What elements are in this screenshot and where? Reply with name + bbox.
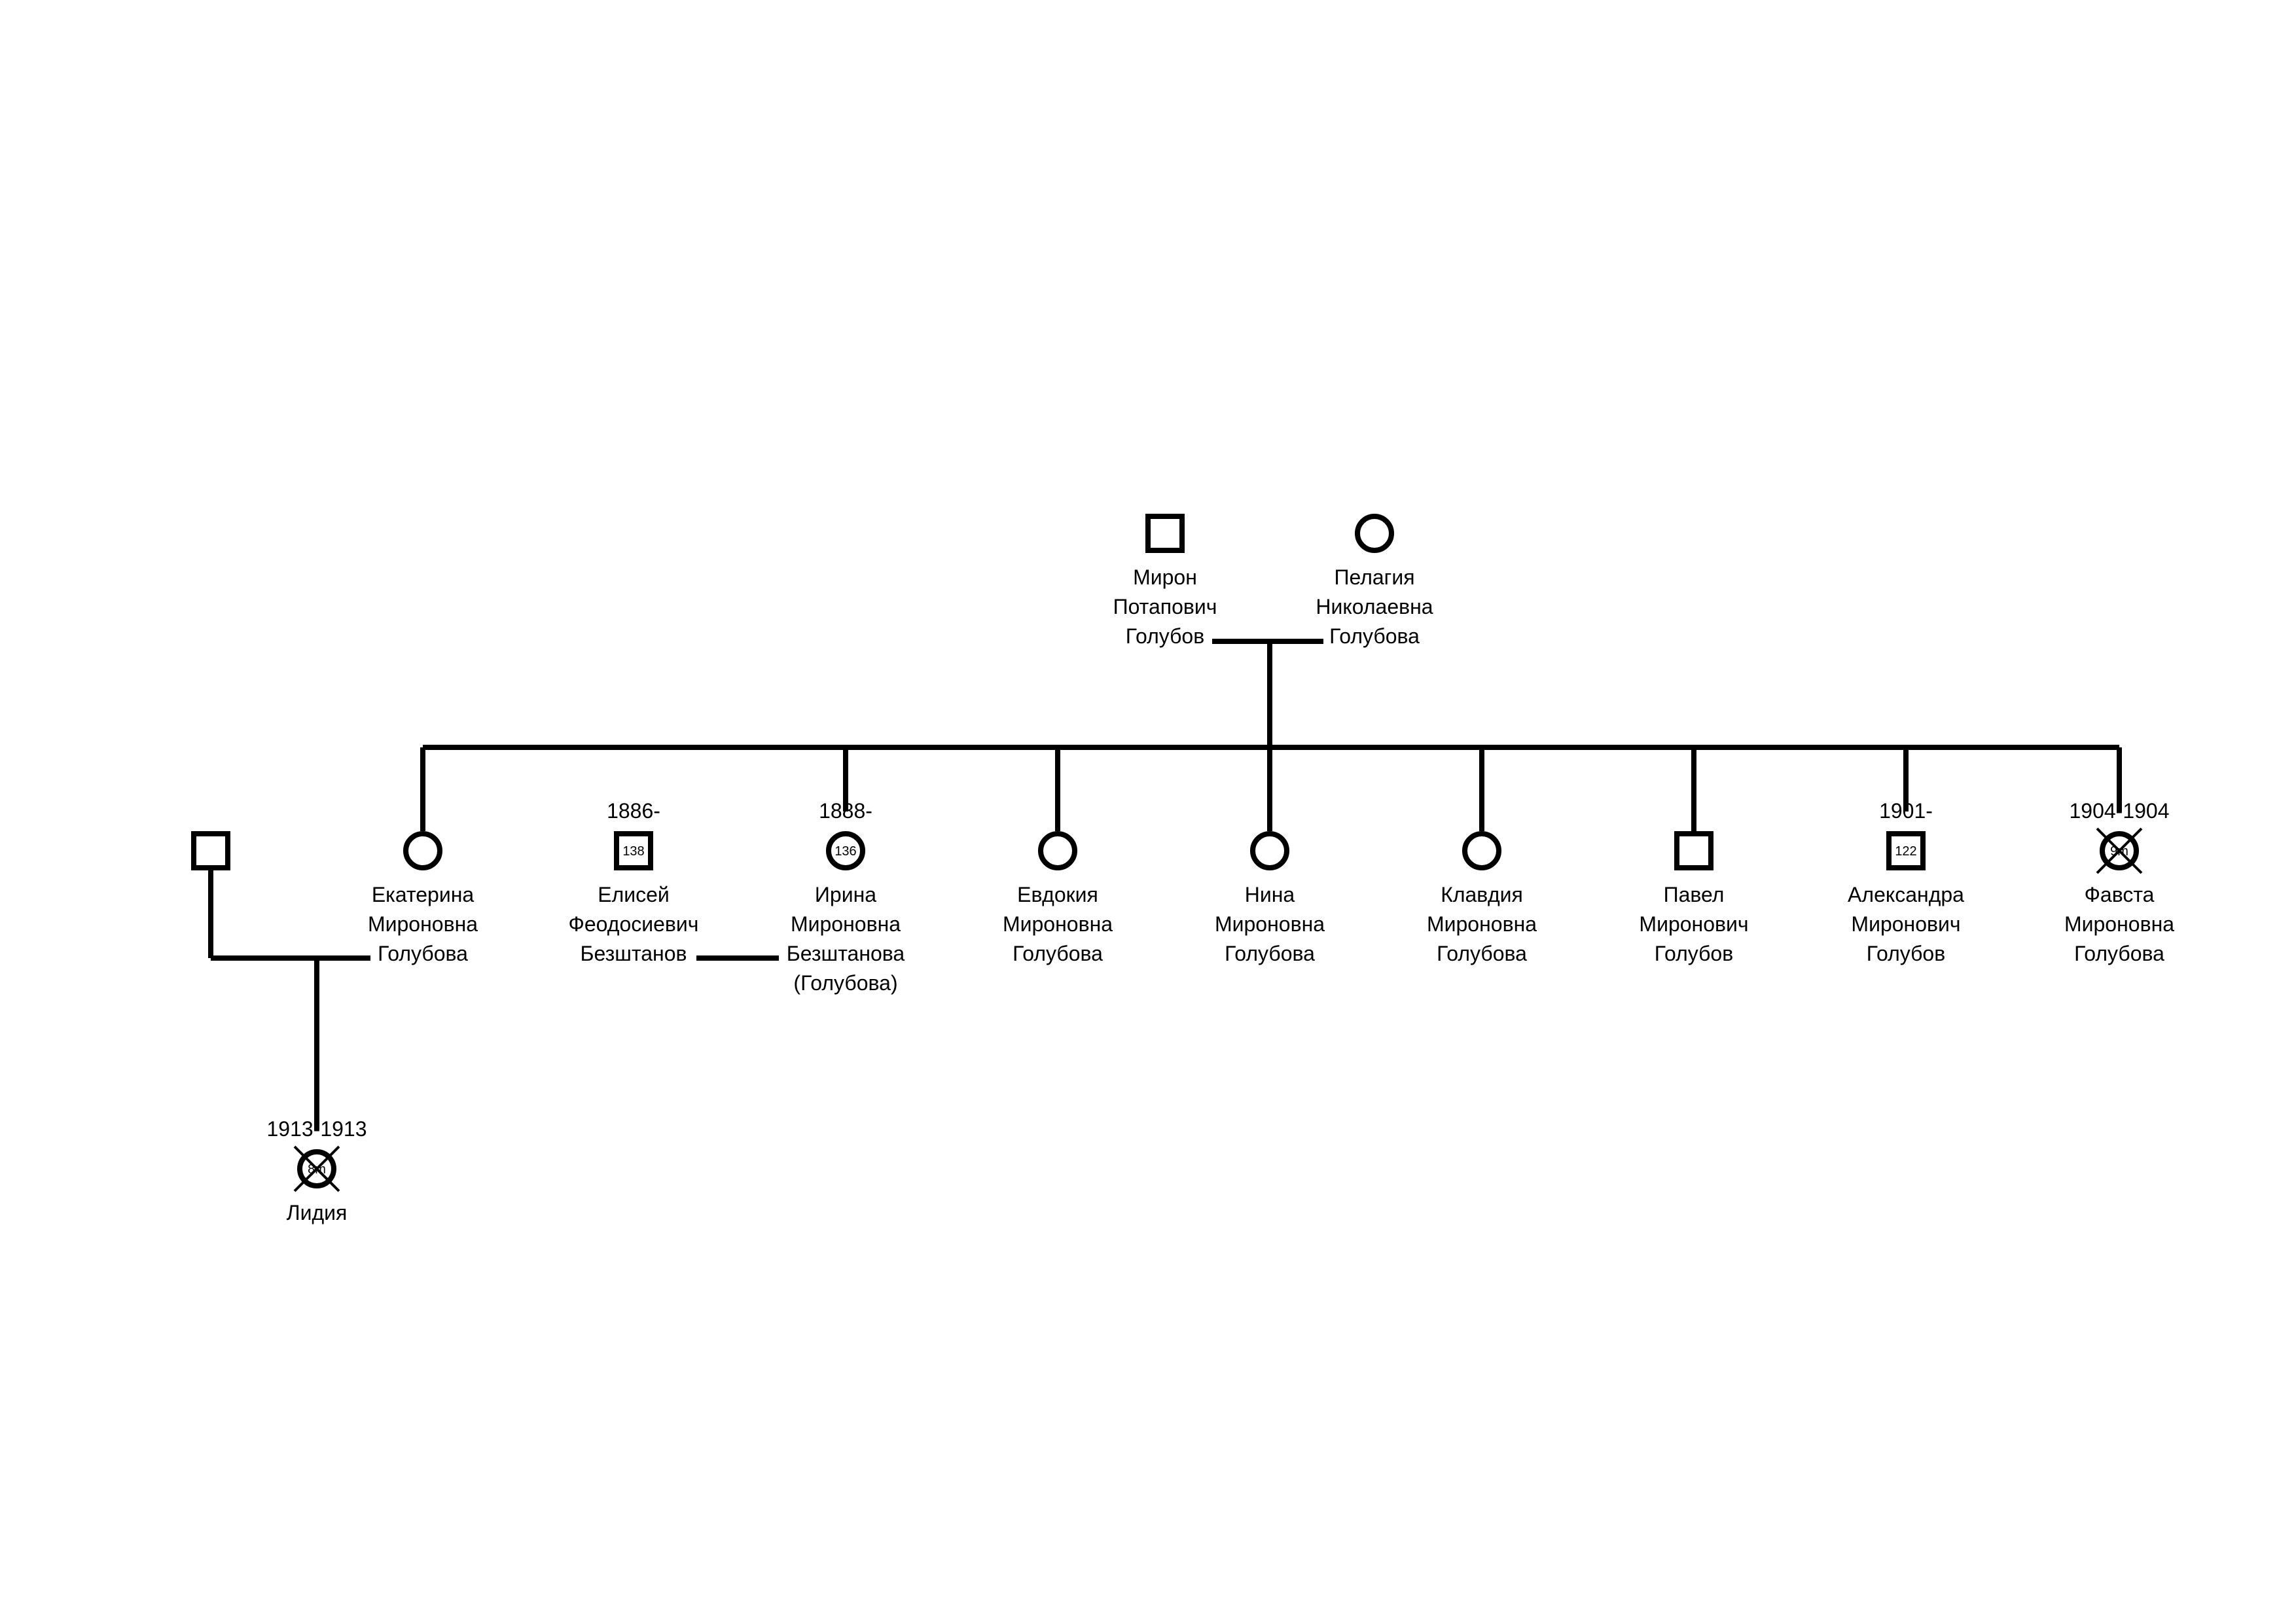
person-name-line: Голубов [1867, 942, 1945, 965]
person-name-line: Павел [1664, 883, 1725, 906]
person-name-line: (Голубова) [793, 971, 897, 995]
person-name-line: Голубова [1329, 624, 1420, 648]
person-badge: 138 [622, 844, 644, 859]
person-badge: 9m [2110, 844, 2128, 859]
person-years: 1913-1913 [266, 1117, 367, 1141]
female-circle-symbol [1250, 831, 1289, 870]
male-square-symbol [1145, 514, 1185, 553]
female-circle-symbol [1038, 831, 1077, 870]
person-years: 1901- [1879, 799, 1933, 823]
person-name-line: Голубова [378, 942, 468, 965]
person-name-line: Безштанов [581, 942, 687, 965]
male-square-symbol [191, 831, 230, 870]
person-name-line: Мироновна [2064, 912, 2174, 936]
male-square-symbol [614, 831, 653, 870]
person-name-line: Миронович [1851, 912, 1960, 936]
person-badge: 136 [834, 844, 856, 859]
person-unknown-husband[interactable] [191, 831, 230, 870]
person-name-line: Александра [1848, 883, 1964, 906]
person-badge: 122 [1895, 844, 1916, 859]
female-circle-symbol [403, 831, 442, 870]
deceased-cross-mark [2096, 827, 2143, 874]
person-name-line: Николаевна [1316, 595, 1433, 618]
person-name-line: Мироновна [1427, 912, 1537, 936]
person-badge: 8m [308, 1162, 326, 1177]
person-name-line: Екатерина [372, 883, 475, 906]
person-name-line: Лидия [287, 1201, 348, 1224]
person-name-line: Феодосиевич [569, 912, 699, 936]
person-name-line: Мироновна [791, 912, 901, 936]
person-name-line: Голубова [1225, 942, 1315, 965]
person-years: 1904-1904 [2069, 799, 2169, 823]
person-name-line: Клавдия [1441, 883, 1523, 906]
person-years: 1888- [819, 799, 872, 823]
person-name-line: Фавста [2085, 883, 2155, 906]
person-name-line: Безштанова [787, 942, 905, 965]
person-name-line: Потапович [1113, 595, 1217, 618]
male-square-symbol [1886, 831, 1926, 870]
female-circle-symbol [1462, 831, 1501, 870]
person-name-line: Миронович [1639, 912, 1748, 936]
person-name-line: Голубов [1655, 942, 1733, 965]
person-name-line: Голубова [1013, 942, 1103, 965]
deceased-cross-mark [293, 1145, 340, 1192]
person-name-line: Елисей [598, 883, 670, 906]
person-name-line: Евдокия [1017, 883, 1098, 906]
person-name-line: Голубова [2074, 942, 2164, 965]
person-name-line: Мироновна [1003, 912, 1113, 936]
connector-lines [208, 639, 2122, 1130]
female-circle-symbol [1355, 514, 1394, 553]
person-years: 1886- [607, 799, 660, 823]
person-name-line: Мирон [1133, 565, 1197, 589]
person-name-line: Голубов [1126, 624, 1204, 648]
person-name-line: Голубова [1437, 942, 1527, 965]
person-name-line: Пелагия [1334, 565, 1414, 589]
person-name-line: Мироновна [368, 912, 478, 936]
female-circle-symbol [826, 831, 865, 870]
male-square-symbol [1674, 831, 1713, 870]
person-name-line: Мироновна [1215, 912, 1325, 936]
person-name-line: Нина [1245, 883, 1295, 906]
person-name-line: Ирина [815, 883, 876, 906]
